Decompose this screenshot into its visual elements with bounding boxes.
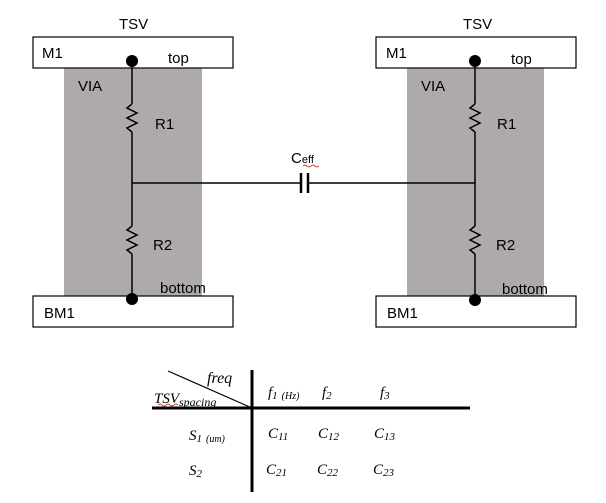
ceff-squiggle xyxy=(302,164,320,168)
row-header-s1: S1(um) xyxy=(189,428,226,445)
right-tsv-title: TSV xyxy=(463,16,492,33)
right-tsv: TSV M1 top VIA R1 R2 bottom BM1 xyxy=(375,16,577,328)
right-r2-label: R2 xyxy=(496,237,515,254)
cell-c13: C13 xyxy=(374,426,396,443)
cell-c22: C22 xyxy=(317,462,339,479)
right-bottom-label: bottom xyxy=(502,281,548,298)
col-header-f2: f2 xyxy=(322,385,332,402)
left-tsv: TSV M1 top VIA R1 R2 bottom BM1 xyxy=(32,16,234,328)
cell-c21: C21 xyxy=(266,462,287,479)
ceff-sub: eff xyxy=(302,154,315,166)
left-r1-resistor xyxy=(125,103,139,133)
tsv-spacing-header: TSVspacing xyxy=(154,391,216,409)
left-r1-label: R1 xyxy=(155,116,174,133)
col-header-f1: f1(Hz) xyxy=(268,385,300,402)
right-top-label: top xyxy=(511,51,532,68)
freq-header: freq xyxy=(207,370,232,387)
table-corner-diagonal xyxy=(167,370,253,409)
left-r2-label: R2 xyxy=(153,237,172,254)
left-via-label: VIA xyxy=(78,78,102,95)
left-m1-label: M1 xyxy=(42,45,63,62)
cell-c11: C11 xyxy=(268,426,288,443)
left-tsv-title: TSV xyxy=(119,16,148,33)
cell-c23: C23 xyxy=(373,462,395,479)
right-bm1-label: BM1 xyxy=(387,305,418,322)
row-header-s2: S2 xyxy=(189,463,203,480)
coupling-capacitor: Ceff xyxy=(132,150,475,193)
tsv-spacing-sub: spacing xyxy=(179,395,216,409)
ceff-label: Ceff xyxy=(291,150,315,167)
left-r2-resistor xyxy=(125,225,139,255)
capacitance-table: freq TSVspacing f1(Hz) f2 f3 S1(um) C11 … xyxy=(152,370,470,492)
left-top-label: top xyxy=(168,50,189,67)
right-m1-label: M1 xyxy=(386,45,407,62)
right-r2-resistor xyxy=(468,225,482,255)
right-r1-label: R1 xyxy=(497,116,516,133)
ceff-main: C xyxy=(291,150,302,167)
left-bm1-label: BM1 xyxy=(44,305,75,322)
left-bottom-label: bottom xyxy=(160,280,206,297)
tsv-squiggle xyxy=(157,403,179,407)
col-header-f3: f3 xyxy=(380,385,390,402)
right-r1-resistor xyxy=(468,103,482,133)
tsv-spacing-main: TSV xyxy=(154,391,181,407)
right-via-label: VIA xyxy=(421,78,445,95)
left-via-body xyxy=(64,68,202,296)
cell-c12: C12 xyxy=(318,426,340,443)
